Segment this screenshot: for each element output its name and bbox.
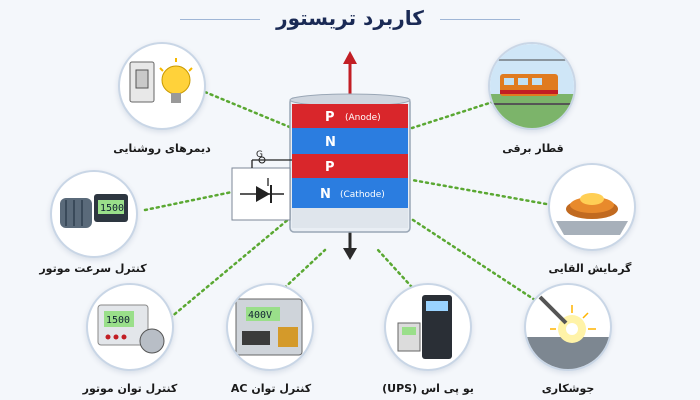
app-label-welding: جوشکاری bbox=[541, 382, 595, 395]
layer-p-anode bbox=[292, 104, 408, 128]
motor-display-icon: 1500 bbox=[60, 194, 128, 228]
title-bar: کاربرد تریستور bbox=[0, 6, 700, 30]
app-label-ups: یو پی اس (UPS) bbox=[382, 382, 474, 395]
app-circle-ac-power: 400V bbox=[226, 283, 314, 371]
connector-dimmer bbox=[203, 90, 294, 130]
thyristor-base bbox=[292, 208, 408, 228]
app-label-ac-power: کنترل توان AC bbox=[230, 382, 312, 395]
app-circle-dimmer bbox=[118, 42, 206, 130]
title-rule-left bbox=[180, 19, 260, 20]
diode-triangle-icon bbox=[256, 186, 270, 202]
app-label-train: قطار برقی bbox=[502, 142, 564, 155]
ups-icon bbox=[397, 295, 452, 359]
layer-n-1 bbox=[292, 128, 408, 154]
app-circle-ups bbox=[384, 283, 472, 371]
power-controller-icon: 1500 bbox=[97, 304, 165, 354]
layer-p-2 bbox=[292, 154, 408, 178]
layer-4-note: (Cathode) bbox=[340, 190, 385, 200]
connector-ups bbox=[376, 248, 422, 298]
induction-heating-icon bbox=[556, 193, 628, 235]
light-switch-bulb-icon bbox=[129, 58, 193, 103]
app-label-motor-speed: کنترل سرعت موتور bbox=[39, 262, 147, 275]
welding-icon bbox=[526, 295, 610, 369]
connector-motor-power bbox=[168, 216, 292, 320]
app-label-dimmer: دیمرهای روشنایی bbox=[113, 142, 211, 155]
app-label-induction: گرمایش القایی bbox=[548, 262, 632, 275]
ac-power-readout: 400V bbox=[248, 310, 272, 321]
layer-3-letter: P bbox=[325, 160, 335, 175]
layer-n-cathode bbox=[292, 178, 408, 208]
layer-1-note: (Anode) bbox=[345, 113, 381, 123]
anode-arrow-icon bbox=[343, 51, 357, 64]
connector-welding bbox=[408, 216, 537, 302]
connector-train bbox=[410, 96, 507, 130]
app-label-motor-power: کنترل توان موتور bbox=[82, 382, 178, 395]
cathode-arrow-icon bbox=[343, 248, 357, 260]
app-circle-train bbox=[488, 42, 576, 130]
app-circle-motor-power: 1500 bbox=[86, 283, 174, 371]
diagram-title: کاربرد تریستور bbox=[276, 6, 424, 30]
layer-4-letter: N bbox=[320, 187, 331, 202]
motor-power-readout: 1500 bbox=[106, 315, 130, 326]
app-circle-induction bbox=[548, 163, 636, 251]
layer-2-letter: N bbox=[325, 135, 336, 150]
app-circle-motor-speed: 1500 bbox=[50, 170, 138, 258]
electric-train-icon bbox=[490, 44, 574, 128]
ac-controller-icon: 400V bbox=[235, 298, 303, 356]
layer-1-letter: P bbox=[325, 110, 335, 125]
motor-speed-readout: 1500 bbox=[100, 203, 124, 214]
gate-letter: G bbox=[256, 150, 263, 160]
title-rule-right bbox=[440, 19, 520, 20]
app-circle-welding bbox=[524, 283, 612, 371]
gate-terminal bbox=[258, 156, 266, 164]
connector-ac-power bbox=[278, 248, 327, 294]
connector-induction bbox=[410, 178, 554, 207]
connector-motor-speed bbox=[143, 190, 234, 212]
